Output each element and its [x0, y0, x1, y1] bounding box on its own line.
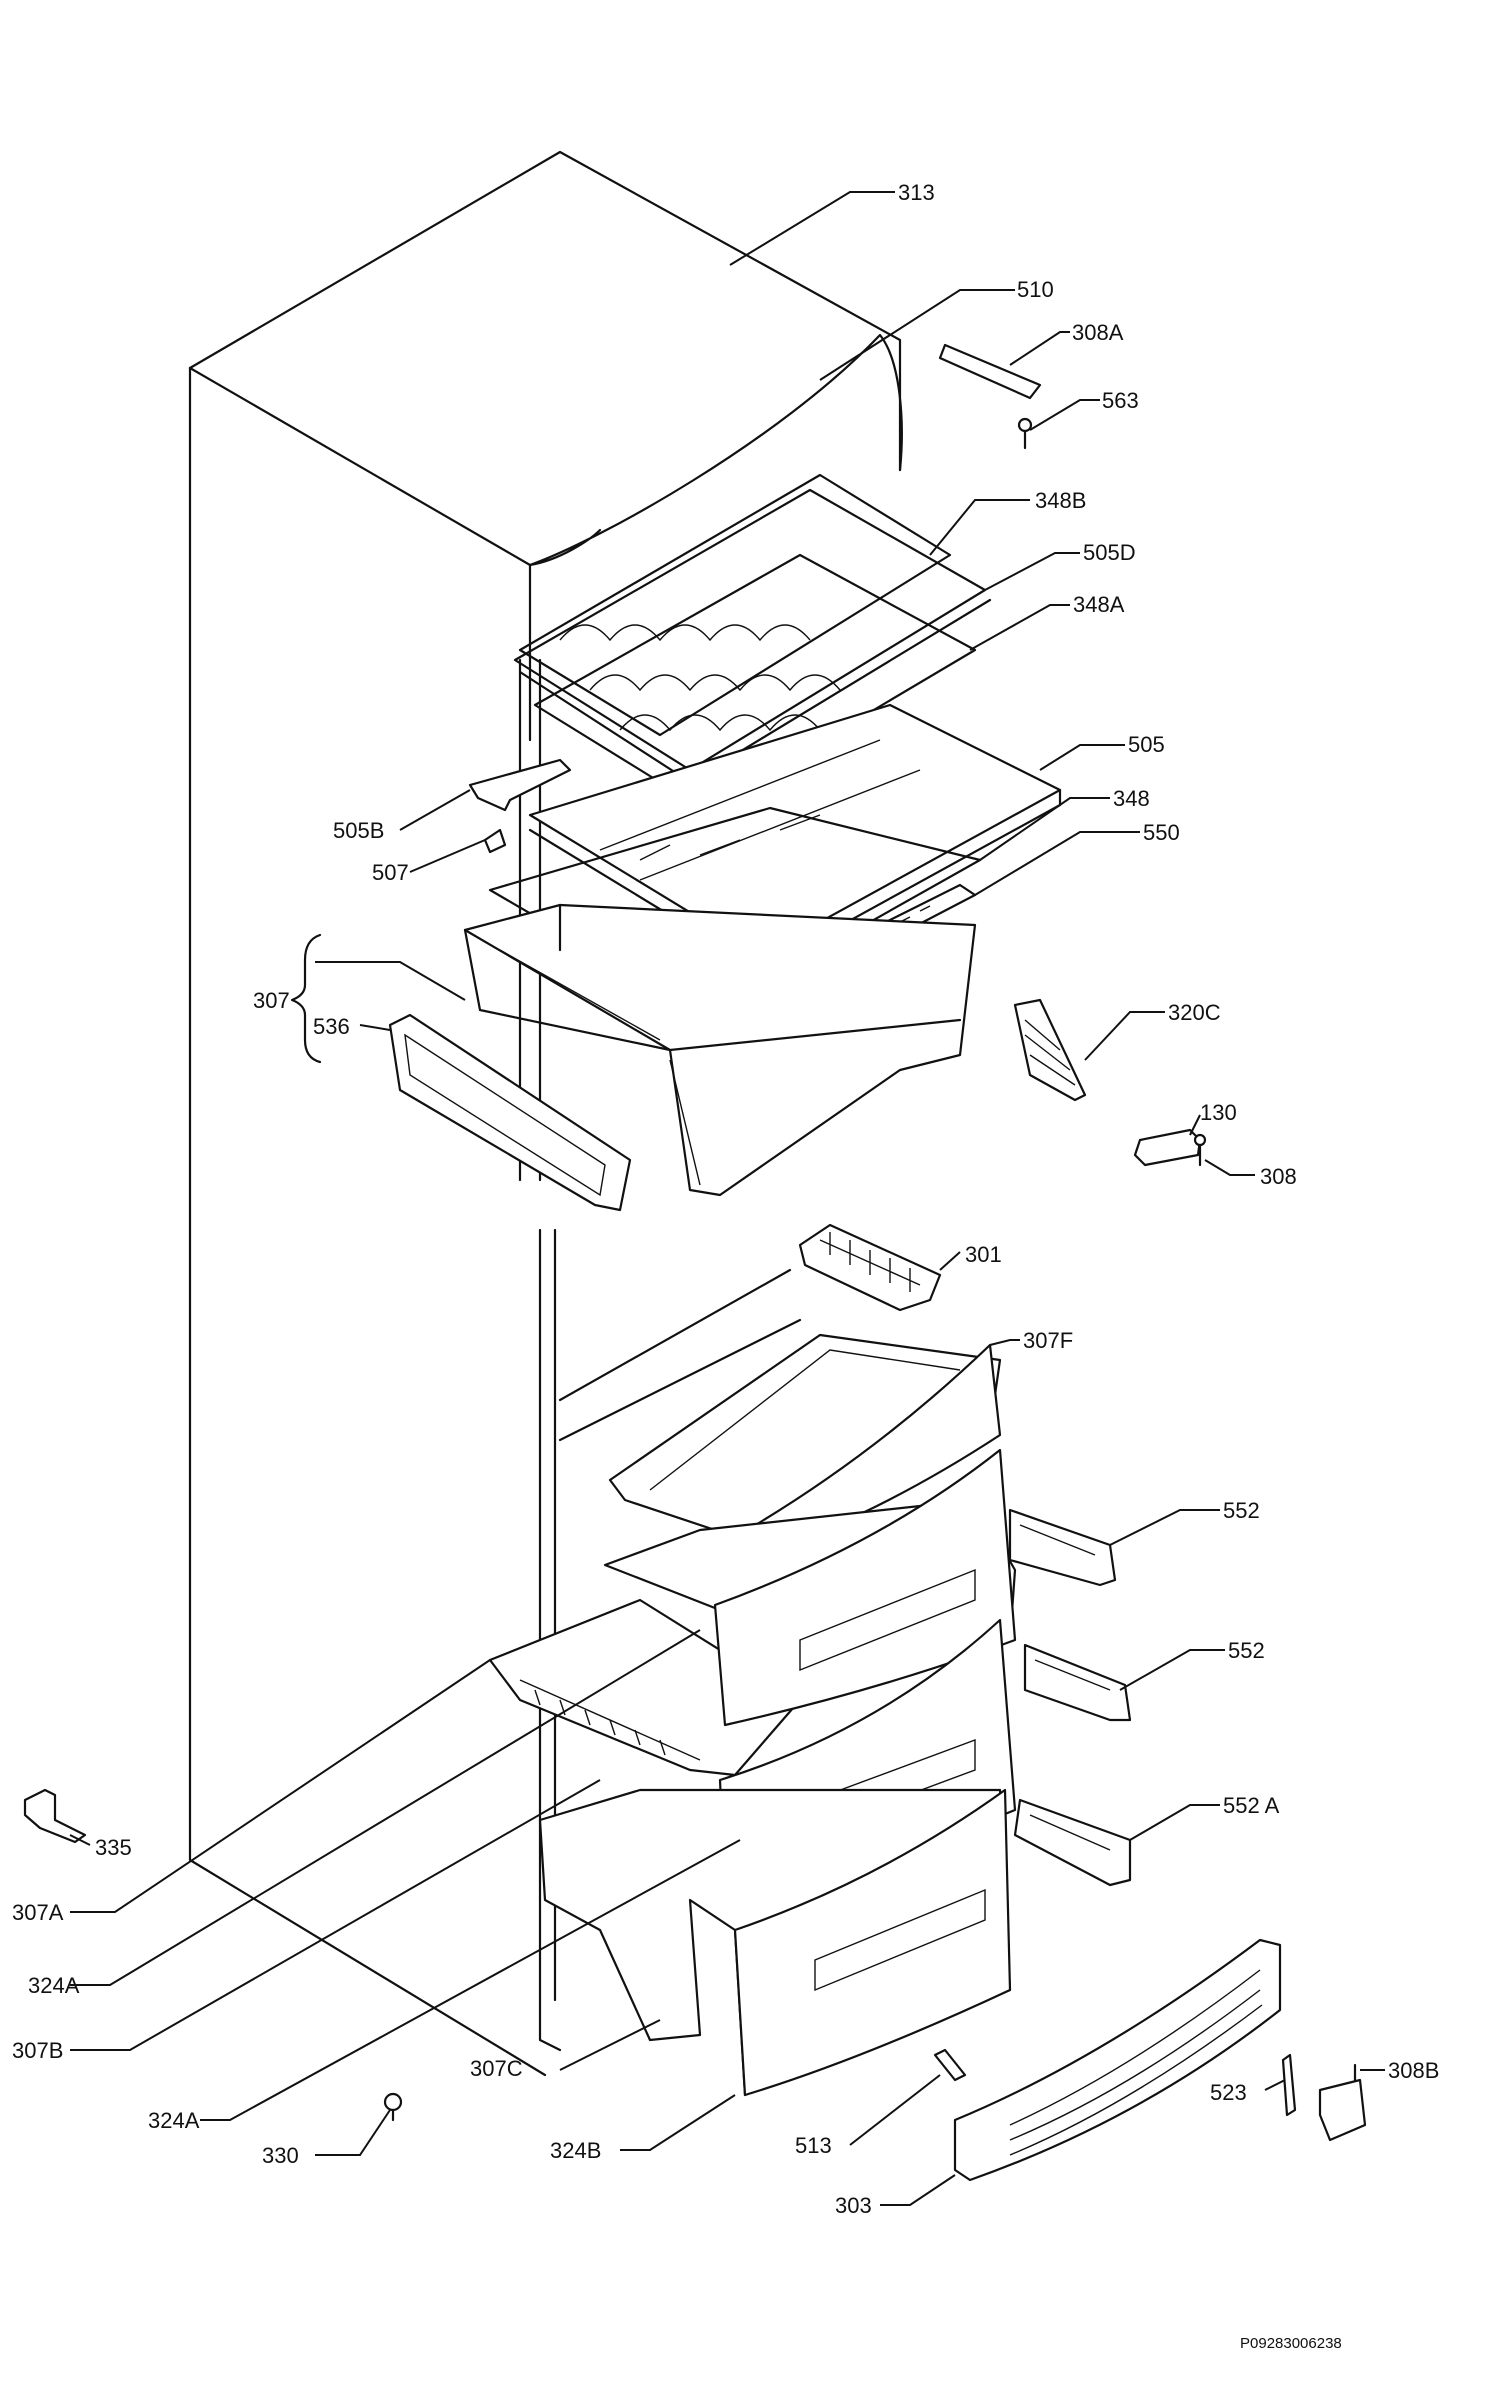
label-307a: 307A: [12, 1900, 64, 1925]
glass-shelf-348a: [533, 553, 977, 812]
label-552-upper: 552: [1223, 1498, 1260, 1523]
label-348: 348: [1113, 786, 1150, 811]
bracket-523: [1281, 2053, 1297, 2117]
kick-plate-303: [953, 1938, 1282, 2182]
label-335: 335: [95, 1835, 132, 1860]
label-552a: 552 A: [1223, 1793, 1280, 1818]
label-348b: 348B: [1035, 488, 1086, 513]
label-313: 313: [898, 180, 935, 205]
label-307c: 307C: [470, 2056, 523, 2081]
label-552-lower: 552: [1228, 1638, 1265, 1663]
label-505b: 505B: [333, 818, 384, 843]
label-308: 308: [1260, 1164, 1297, 1189]
drawing-code: P09283006238: [1240, 2335, 1342, 2352]
label-523: 523: [1210, 2080, 1247, 2105]
label-130: 130: [1200, 1100, 1237, 1125]
brace-307: [290, 933, 322, 1064]
label-348a: 348A: [1073, 592, 1125, 617]
label-303: 303: [835, 2193, 872, 2218]
foot-bracket-335: [23, 1788, 87, 1844]
label-536: 536: [313, 1014, 350, 1039]
plug-513: [933, 2048, 967, 2082]
label-308a: 308A: [1072, 320, 1124, 345]
label-320c: 320C: [1168, 1000, 1221, 1025]
rail-552a: [1013, 1798, 1132, 1887]
label-550: 550: [1143, 820, 1180, 845]
label-513: 513: [795, 2133, 832, 2158]
hinge-block-130: [1133, 1128, 1202, 1167]
freezer-tray-307: [463, 903, 977, 1197]
label-505d: 505D: [1083, 540, 1136, 565]
rail-552-upper: [1008, 1508, 1117, 1587]
rail-552-lower: [1023, 1643, 1132, 1722]
clip-507: [483, 828, 507, 854]
shelf-505: [528, 703, 1062, 972]
vent-grille-320c: [1013, 998, 1087, 1102]
leader-lines: [69, 191, 1385, 2206]
label-307b: 307B: [12, 2038, 63, 2063]
label-507: 507: [372, 860, 409, 885]
label-505: 505: [1128, 732, 1165, 757]
top-cover-510: [528, 333, 903, 567]
screw-563: [1017, 417, 1033, 450]
label-324b: 324B: [550, 2138, 601, 2163]
wine-rack-348b: [518, 473, 952, 737]
label-330: 330: [262, 2143, 299, 2168]
hinge-308a: [938, 343, 1042, 400]
label-510: 510: [1017, 277, 1054, 302]
bolt-330: [383, 2092, 403, 2122]
label-307f: 307F: [1023, 1328, 1073, 1353]
label-324a-upper: 324A: [28, 1973, 80, 1998]
flap-536: [388, 1013, 632, 1212]
bracket-505b: [468, 758, 572, 812]
label-324a-middle: 324A: [148, 2108, 200, 2133]
drawer-324b: [538, 1788, 1012, 2097]
pin-308: [1193, 1133, 1207, 1167]
label-307: 307: [253, 988, 290, 1013]
ice-tray-301: [798, 1223, 942, 1312]
label-308b: 308B: [1388, 2058, 1439, 2083]
hinge-308b: [1318, 2063, 1367, 2142]
label-563: 563: [1102, 388, 1139, 413]
label-301: 301: [965, 1242, 1002, 1267]
drawer-307f: [608, 1333, 1002, 1562]
drawer-324a-upper: [603, 1448, 1017, 1727]
